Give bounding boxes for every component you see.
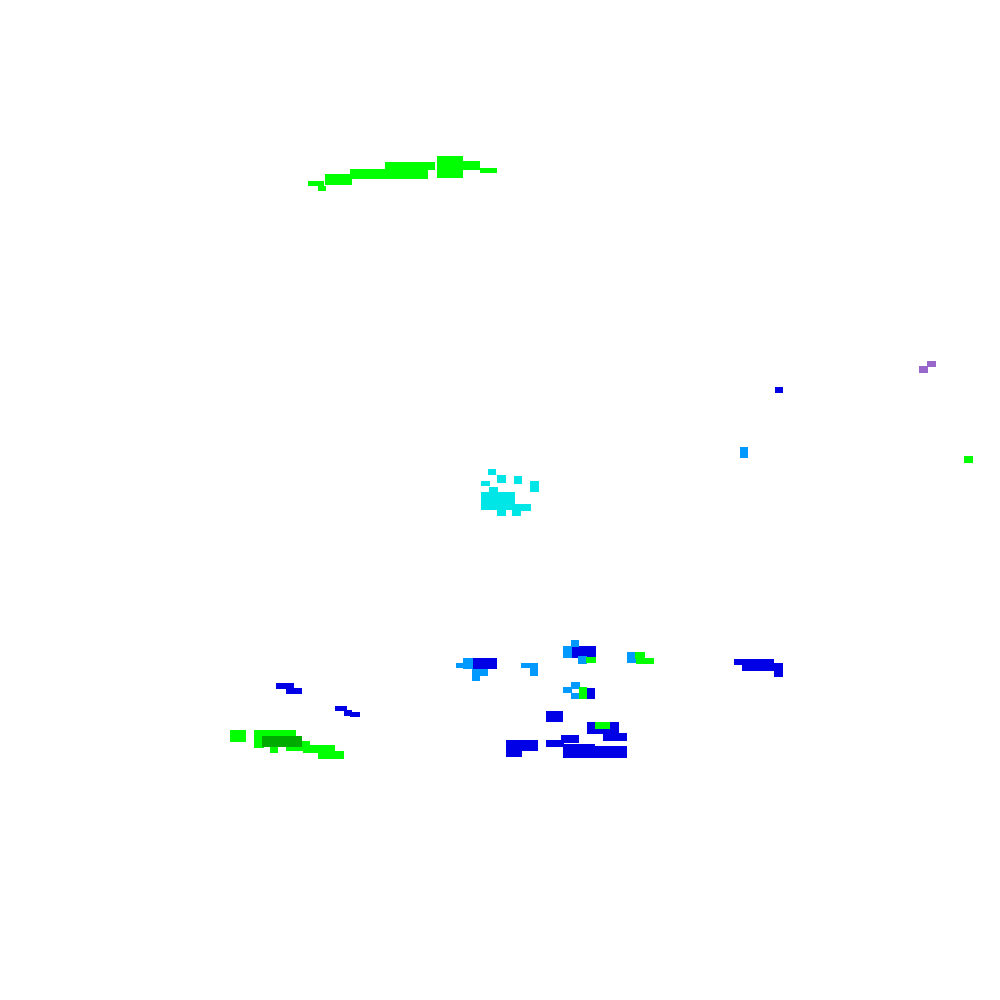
light-blue-specks-bottom-center-pixel-block (571, 640, 579, 647)
blue-cluster-bottom-center-pixel-block (506, 750, 522, 757)
green-streak-top-pixel-block (308, 181, 324, 186)
blue-dashes-bottom-left-pixel-block (276, 683, 294, 689)
blue-streak-bottom-right-pixel-block (774, 663, 783, 677)
blue-dashes-bottom-left-pixel-block (350, 712, 360, 717)
light-blue-specks-bottom-center-pixel-block (472, 675, 480, 681)
green-cluster-bottom-left-pixel-block (318, 751, 344, 759)
blue-cluster-bottom-center-pixel-block (472, 658, 497, 669)
light-blue-specks-bottom-center-pixel-block (571, 682, 580, 689)
cyan-cluster-center-pixel-block (489, 487, 498, 493)
blue-cluster-bottom-center-pixel-block (594, 746, 627, 758)
dark-green-core-bottom-left-pixel-block (262, 736, 302, 747)
light-blue-specks-bottom-center (456, 640, 636, 699)
light-blue-speck-right (740, 447, 748, 458)
green-cluster-bottom-left-pixel-block (303, 745, 335, 753)
cyan-cluster-center-pixel-block (497, 510, 506, 516)
green-speck-right-edge (964, 456, 973, 463)
cyan-cluster-center-pixel-block (530, 481, 539, 492)
green-specks-bottom-center-pixel-block (586, 657, 596, 663)
blue-cluster-bottom-center-pixel-block (561, 735, 579, 743)
light-blue-specks-bottom-center-pixel-block (463, 658, 473, 669)
light-blue-specks-bottom-center-pixel-block (627, 652, 636, 663)
green-speck-right-edge-pixel-block (964, 456, 973, 463)
cyan-cluster-center-pixel-block (512, 510, 521, 516)
light-blue-specks-bottom-center-pixel-block (472, 669, 488, 676)
purple-speck-right (919, 361, 936, 373)
green-streak-top-pixel-block (437, 165, 463, 178)
cyan-cluster-center-pixel-block (514, 476, 522, 484)
cyan-cluster-center (481, 469, 539, 516)
light-blue-specks-bottom-center-pixel-block (578, 656, 587, 664)
green-streak-top-pixel-block (350, 169, 390, 179)
green-specks-bottom-center-pixel-block (595, 722, 610, 729)
green-specks-bottom-center (579, 652, 654, 729)
purple-speck-right-pixel-block (927, 361, 936, 367)
dark-green-core-bottom-left (262, 736, 302, 747)
green-streak-top-pixel-block (388, 169, 428, 179)
blue-dashes-bottom-left-pixel-block (286, 688, 302, 694)
blue-cluster-bottom-center-pixel-block (546, 740, 564, 747)
blue-cluster-bottom-center-pixel-block (506, 740, 538, 751)
regions-layer (230, 156, 973, 759)
blue-streak-bottom-right (734, 659, 783, 677)
light-blue-specks-bottom-center-pixel-block (563, 646, 572, 658)
green-specks-bottom-center-pixel-block (636, 658, 654, 664)
blue-cluster-bottom-center-pixel-block (546, 711, 563, 722)
green-cluster-bottom-left-pixel-block (270, 742, 278, 753)
light-blue-specks-bottom-center-pixel-block (456, 663, 466, 668)
green-streak-top-pixel-block (325, 174, 352, 185)
green-cluster-bottom-left-pixel-block (254, 742, 264, 748)
blue-dashes-bottom-left-pixel-block (344, 710, 352, 716)
blue-dashes-bottom-left-pixel-block (335, 706, 347, 711)
green-streak-top-pixel-block (385, 162, 435, 170)
blue-cluster-bottom-center-pixel-block (603, 733, 627, 741)
cyan-cluster-center-pixel-block (481, 492, 515, 510)
cyan-cluster-center-pixel-block (488, 469, 496, 475)
light-blue-specks-bottom-center-pixel-block (563, 687, 572, 693)
blue-dashes-bottom-left (276, 683, 360, 717)
green-specks-bottom-center-pixel-block (635, 652, 645, 659)
cyan-cluster-center-pixel-block (497, 475, 506, 483)
purple-speck-right-pixel-block (919, 366, 928, 373)
blue-streak-bottom-right-pixel-block (734, 659, 774, 665)
blue-cluster-bottom-center (472, 646, 627, 758)
green-streak-top-pixel-block (318, 186, 326, 191)
light-blue-speck-right-pixel-block (740, 447, 748, 458)
blue-speck-right-pixel-block (775, 387, 783, 393)
blue-cluster-bottom-center-pixel-block (563, 744, 595, 758)
green-specks-bottom-center-pixel-block (579, 687, 587, 699)
blue-speck-right (775, 387, 783, 393)
light-blue-specks-bottom-center-pixel-block (530, 668, 538, 676)
blue-streak-bottom-right-pixel-block (742, 664, 776, 671)
blue-cluster-bottom-center-pixel-block (586, 688, 595, 699)
light-blue-specks-bottom-center-pixel-block (521, 663, 538, 668)
cyan-cluster-center-pixel-block (481, 481, 490, 486)
light-blue-specks-bottom-center-pixel-block (571, 693, 579, 699)
green-streak-top-pixel-block (437, 156, 463, 166)
blue-cluster-bottom-center-pixel-block (571, 646, 596, 658)
green-streak-top-pixel-block (460, 161, 480, 170)
green-streak-top (308, 156, 497, 191)
green-cluster-bottom-left-pixel-block (230, 730, 246, 742)
green-streak-top-pixel-block (480, 168, 497, 173)
cyan-cluster-center-pixel-block (513, 504, 531, 511)
